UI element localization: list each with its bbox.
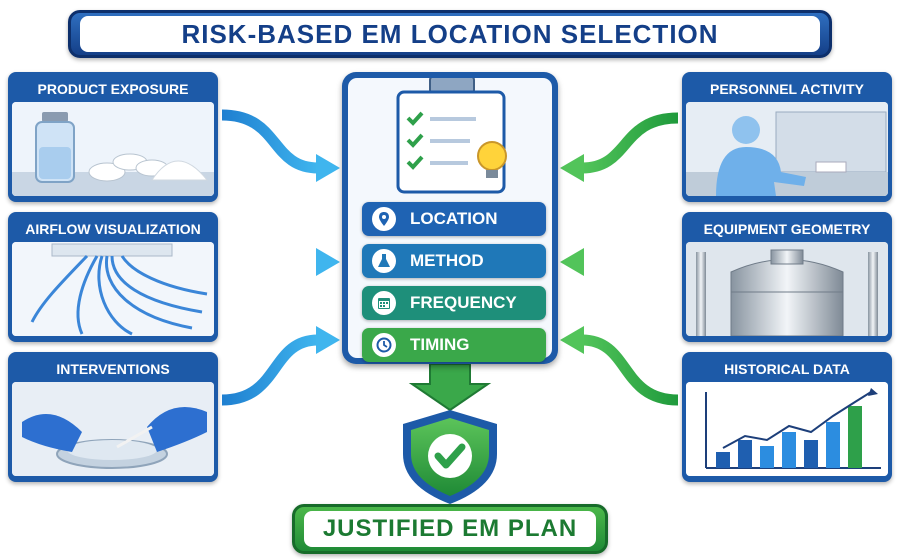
arrowhead-interventions	[316, 326, 340, 354]
card-product-exposure: PRODUCT EXPOSURE	[8, 72, 218, 202]
card-equipment-geometry: EQUIPMENT GEOMETRY	[682, 212, 892, 342]
step-method: METHOD	[362, 244, 546, 278]
airflow-icon	[12, 242, 214, 336]
operator-cleanroom-icon	[686, 102, 888, 196]
card-label: AIRFLOW VISUALIZATION	[25, 221, 201, 237]
arrow-historical	[581, 334, 679, 406]
arrowhead-airflow	[316, 248, 340, 276]
plan-label: JUSTIFIED EM PLAN	[304, 511, 596, 547]
step-label: LOCATION	[410, 209, 498, 228]
card-historical-data: HISTORICAL DATA	[682, 352, 892, 482]
card-label: HISTORICAL DATA	[724, 361, 850, 377]
step-frequency: FREQUENCY	[362, 286, 546, 320]
card-personnel-activity: PERSONNEL ACTIVITY	[682, 72, 892, 202]
clock-icon	[376, 337, 392, 353]
calendar-icon	[378, 298, 390, 309]
card-airflow-visualization: AIRFLOW VISUALIZATION	[8, 212, 218, 342]
arrow-personnel	[581, 112, 679, 174]
arrow-interventions	[221, 334, 319, 406]
stainless-tank-icon	[686, 242, 888, 336]
location-pin-icon	[379, 212, 389, 226]
step-timing: TIMING	[362, 328, 546, 362]
checklist-lightbulb-icon	[396, 78, 507, 194]
gloved-hands-petri-dish-icon	[12, 382, 214, 476]
card-label: PRODUCT EXPOSURE	[37, 81, 189, 97]
bar-trend-chart-icon	[686, 382, 888, 476]
arrowhead-historical	[560, 326, 584, 354]
card-label: EQUIPMENT GEOMETRY	[703, 221, 871, 237]
card-label: PERSONNEL ACTIVITY	[709, 81, 865, 97]
step-label: TIMING	[410, 335, 470, 354]
vial-tablets-powder-icon	[12, 102, 214, 196]
justified-plan-banner: JUSTIFIED EM PLAN	[292, 504, 608, 554]
arrowhead-personnel	[560, 154, 584, 182]
step-location: LOCATION	[362, 202, 546, 236]
arrowhead-product-exposure	[316, 154, 340, 182]
step-label: FREQUENCY	[410, 293, 517, 312]
title-banner: RISK-BASED EM LOCATION SELECTION	[68, 10, 832, 58]
central-clipboard: LOCATION METHOD FREQUENCY TIMING	[342, 72, 558, 364]
step-label: METHOD	[410, 251, 484, 270]
card-label: INTERVENTIONS	[56, 361, 170, 377]
arrowhead-equipment	[560, 248, 584, 276]
shield-check-icon	[403, 410, 497, 504]
flask-icon	[378, 254, 390, 267]
page-title: RISK-BASED EM LOCATION SELECTION	[181, 18, 719, 49]
arrow-product-exposure	[221, 109, 319, 174]
card-interventions: INTERVENTIONS	[8, 352, 218, 482]
arrow-down-to-plan	[408, 363, 492, 412]
